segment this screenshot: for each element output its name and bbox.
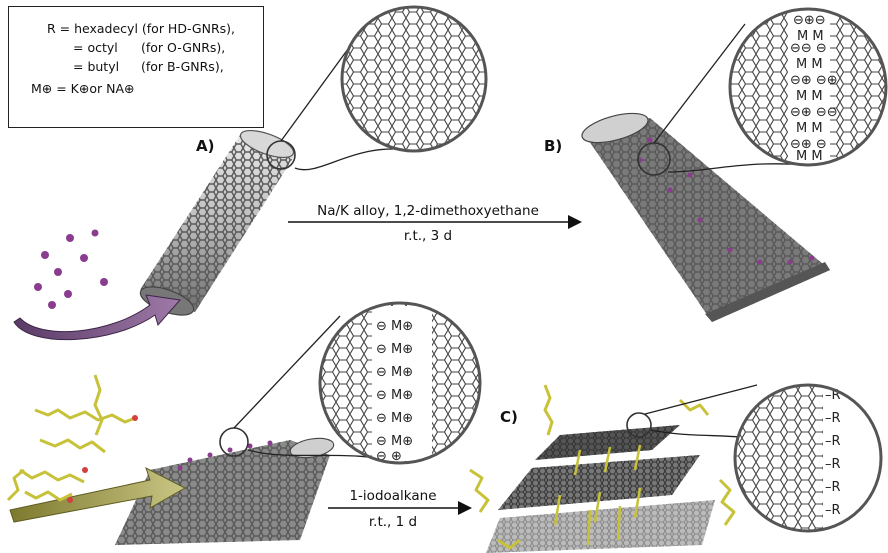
svg-text:M M: M M [796, 121, 823, 136]
svg-text:⊖⊕ ⊖⊖: ⊖⊕ ⊖⊖ [790, 105, 838, 120]
svg-text:⊖ M⊕: ⊖ M⊕ [376, 365, 413, 380]
zoom-circle-b: ⊖⊕⊖ M M ⊖⊖ ⊖ M M ⊖⊕ ⊖⊕ M M ⊖⊕ ⊖⊖ M M ⊖⊕ … [728, 7, 888, 167]
zoom-circle-d: –R –R –R –R –R –R [735, 385, 883, 531]
legend-line-butyl-note: (for B-GNRs), [141, 59, 224, 74]
legend-line-octyl: = octyl [73, 40, 118, 55]
svg-text:⊖⊕⊖: ⊖⊕⊖ [793, 13, 826, 28]
svg-text:⊖⊖ ⊖: ⊖⊖ ⊖ [790, 41, 827, 56]
svg-text:M M: M M [796, 89, 823, 104]
svg-text:–R: –R [825, 503, 841, 518]
zoom-marker-c [220, 428, 248, 456]
step2-reagent: 1-iodoalkane [326, 488, 460, 504]
panel-label-b: B) [544, 137, 562, 155]
svg-text:M M: M M [796, 149, 823, 164]
panel-label-c: C) [500, 408, 518, 426]
legend-line-butyl: = butyl [73, 59, 119, 74]
step1-conditions: r.t., 3 d [286, 228, 570, 244]
legend-line-octyl-note: (for O-GNRs), [141, 40, 225, 55]
legend-box: R = hexadecyl (for HD-GNRs), = octyl (fo… [8, 6, 264, 128]
zoom-circle-c: ⊖ M⊕ ⊖ M⊕ ⊖ M⊕ ⊖ M⊕ ⊖ M⊕ ⊖ M⊕ ⊖ ⊕ [320, 303, 480, 464]
alkyl-chains-c [8, 375, 135, 500]
svg-text:⊖ M⊕: ⊖ M⊕ [376, 342, 413, 357]
svg-text:⊖ M⊕: ⊖ M⊕ [376, 319, 413, 334]
svg-text:M M: M M [796, 57, 823, 72]
svg-text:–R: –R [825, 457, 841, 472]
svg-text:–R: –R [825, 480, 841, 495]
nanotube-a [137, 125, 297, 321]
legend-line-hexadecyl: R = hexadecyl (for HD-GNRs), [47, 21, 235, 36]
step2-conditions: r.t., 1 d [326, 514, 460, 530]
insertion-arrow-purple [14, 295, 180, 340]
svg-text:–R: –R [825, 411, 841, 426]
svg-text:–R: –R [825, 434, 841, 449]
zoom-circle-a [340, 5, 490, 155]
svg-text:⊖ M⊕: ⊖ M⊕ [376, 388, 413, 403]
metal-atoms-a [34, 230, 108, 310]
step1-reagent: Na/K alloy, 1,2-dimethoxyethane [286, 203, 570, 219]
legend-line-metal: M⊕ = K⊕or NA⊕ [31, 81, 135, 96]
panel-label-a: A) [196, 137, 214, 155]
svg-text:⊖⊕ ⊖⊕: ⊖⊕ ⊖⊕ [790, 73, 838, 88]
svg-text:⊖ M⊕: ⊖ M⊕ [376, 411, 413, 426]
svg-text:⊖ M⊕: ⊖ M⊕ [376, 434, 413, 449]
